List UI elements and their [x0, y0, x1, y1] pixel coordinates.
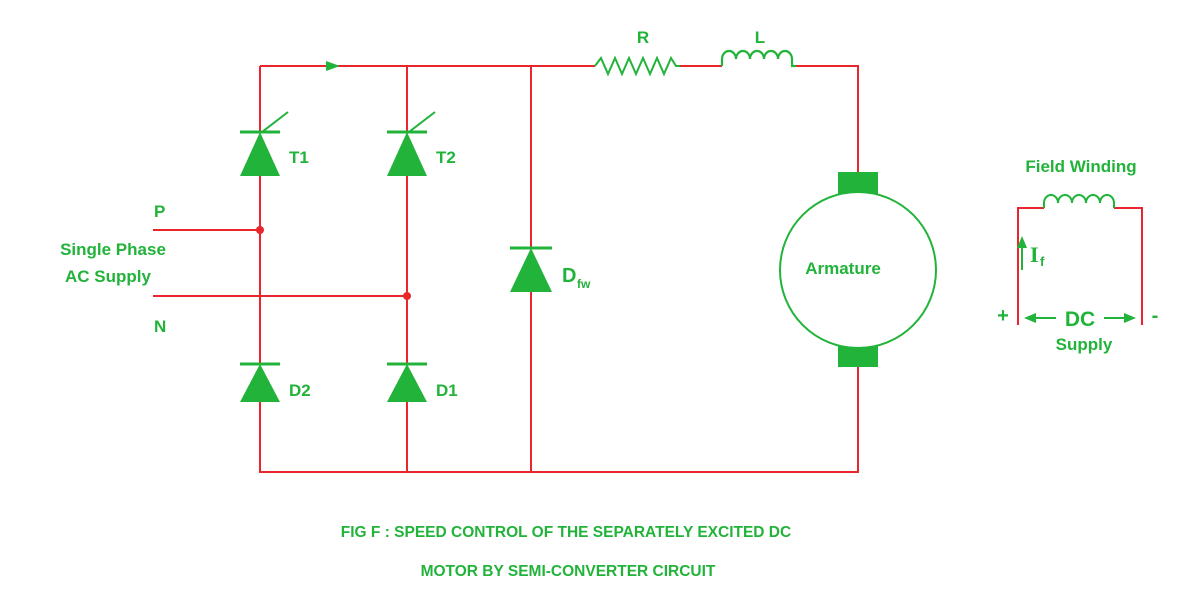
thyristor-t2-label: T2 — [436, 148, 456, 167]
caption-line2: MOTOR BY SEMI-CONVERTER CIRCUIT — [421, 563, 716, 580]
field-current-subscript: f — [1040, 254, 1045, 269]
field-current-arrow-icon — [1017, 236, 1027, 270]
thyristor-t1-icon — [240, 111, 289, 176]
resistor-zigzag-icon — [594, 55, 680, 77]
dc-supply-label: Supply — [1056, 335, 1113, 354]
inductor-coil-icon — [720, 49, 796, 68]
dc-supply-arrows-icon — [1024, 313, 1136, 323]
phase-label: P — [154, 202, 165, 221]
diode-d2-label: D2 — [289, 381, 311, 400]
armature-label: Armature — [805, 259, 881, 278]
dc-minus-label: - — [1152, 305, 1159, 327]
neutral-junction-dot — [403, 292, 411, 300]
field-winding-label: Field Winding — [1025, 157, 1136, 176]
armature-bottom-wire — [259, 367, 859, 473]
resistor-label: R — [637, 28, 649, 47]
freewheel-diode-icon — [510, 246, 552, 292]
field-coil-icon — [1043, 194, 1115, 208]
field-circuit-wire — [1017, 207, 1143, 325]
dc-label: DC — [1065, 308, 1095, 331]
diode-d2-icon — [240, 362, 280, 402]
field-current-label: I — [1030, 242, 1039, 267]
dc-plus-label: + — [997, 305, 1009, 327]
thyristor-t1-label: T1 — [289, 148, 309, 167]
freewheel-diode-label: D — [562, 265, 576, 287]
neutral-label: N — [154, 317, 166, 336]
thyristor-t2-icon — [387, 111, 436, 176]
caption-line1: FIG F : SPEED CONTROL OF THE SEPARATELY … — [341, 524, 791, 541]
phase-junction-dot — [256, 226, 264, 234]
supply-label-line1: Single Phase — [60, 240, 166, 259]
diode-d1-icon — [387, 362, 427, 402]
diode-d1-label: D1 — [436, 381, 458, 400]
l-armature-wire — [796, 65, 859, 172]
current-arrow-icon — [326, 61, 340, 71]
supply-label-line2: AC Supply — [65, 267, 151, 286]
wires — [153, 65, 1143, 473]
armature-motor-icon — [779, 172, 937, 367]
inductor-label: L — [755, 28, 765, 47]
freewheel-diode-subscript: fw — [577, 277, 591, 291]
